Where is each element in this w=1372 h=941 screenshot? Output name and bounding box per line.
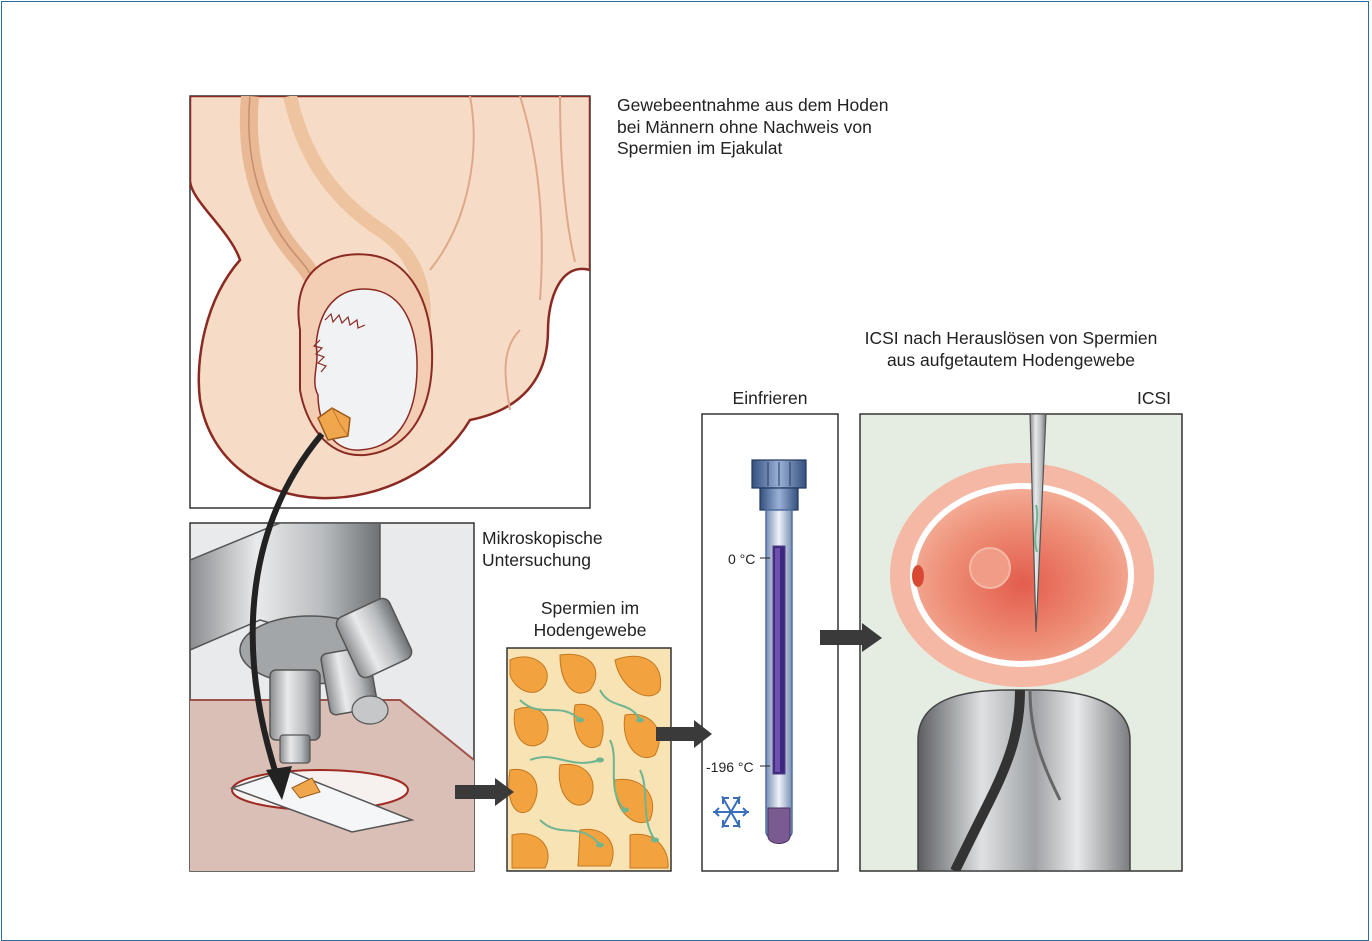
icsi-label: ICSI (1137, 388, 1171, 410)
temp-zero-label: 0 °C (728, 551, 755, 567)
sperm-in-tissue-label: Spermien im Hodengewebe (508, 598, 672, 641)
testis-panel (190, 96, 590, 508)
freezing-label: Einfrieren (702, 388, 838, 410)
tissue-removal-label: Gewebeentnahme aus dem Hoden bei Männern… (617, 95, 888, 160)
icsi-panel (860, 414, 1182, 871)
temp-minus196-label: -196 °C (706, 759, 754, 775)
microscope-panel (190, 523, 474, 871)
icsi-after-thaw-label: ICSI nach Herauslösen von Spermien aus a… (826, 328, 1196, 371)
sperm-tissue-panel (507, 648, 671, 871)
microscopic-exam-label: Mikroskopische Untersuchung (482, 528, 603, 571)
